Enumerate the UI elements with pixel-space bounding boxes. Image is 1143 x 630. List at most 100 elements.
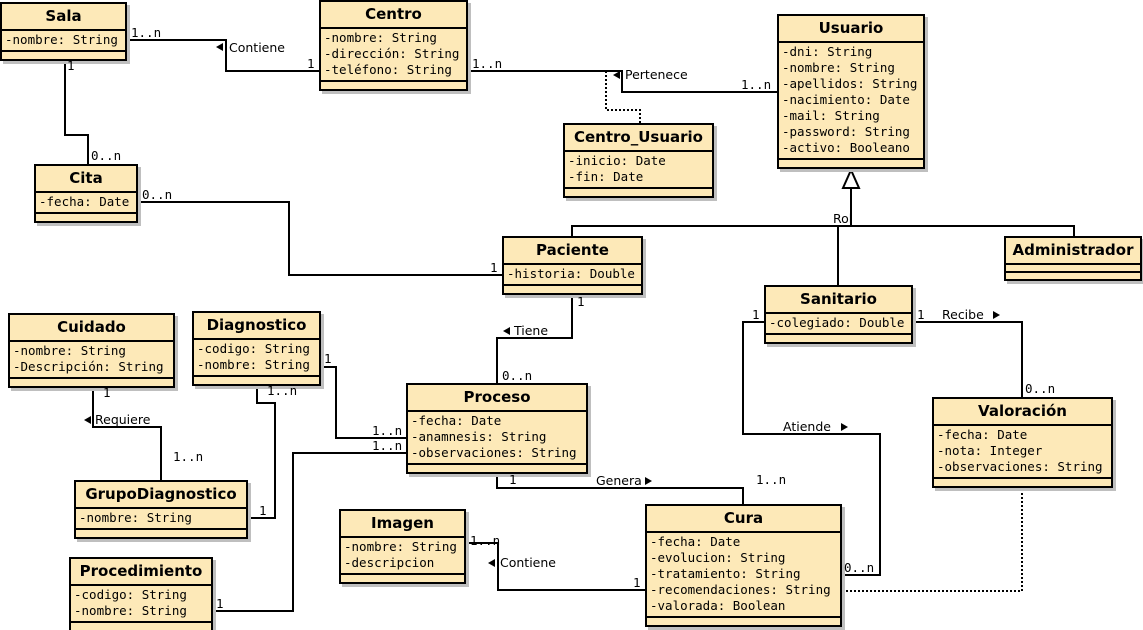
generalization-arrow: [841, 167, 861, 189]
attribute: -mail: String: [782, 108, 880, 123]
class-sanitario[interactable]: Sanitario -colegiado: Double: [764, 285, 913, 344]
class-attributes: [1006, 265, 1140, 273]
attribute: -tratamiento: String: [650, 566, 801, 581]
class-attributes: -nombre: String: [76, 509, 246, 530]
attribute: -nombre: String: [344, 539, 457, 554]
class-operations: [10, 379, 173, 386]
attribute: -teléfono: String: [324, 62, 452, 77]
class-name: Proceso: [408, 385, 586, 412]
attribute: -nota: Integer: [937, 443, 1043, 458]
attribute: -fin: Date: [568, 169, 644, 184]
attribute: -nombre: String: [782, 60, 895, 75]
class-operations: [779, 160, 923, 167]
attribute: -nombre: String: [197, 357, 310, 372]
assoc-paciente-proceso: [496, 293, 573, 384]
class-attributes: -fecha: Date -evolucion: String -tratami…: [647, 533, 840, 618]
class-cuidado[interactable]: Cuidado -nombre: String -Descripción: St…: [8, 313, 175, 388]
assoc-centro-usuario: [467, 70, 778, 93]
class-attributes: -fecha: Date: [36, 193, 136, 214]
attribute: -inicio: Date: [568, 153, 666, 168]
attribute: -codigo: String: [197, 341, 310, 356]
class-operations: [504, 286, 641, 293]
attribute: -activo: Booleano: [782, 140, 910, 155]
association-name: Atiende: [783, 419, 831, 434]
class-operations: [934, 479, 1111, 486]
association-name: Contiene: [229, 40, 285, 55]
class-grupodiagnostico[interactable]: GrupoDiagnostico -nombre: String: [74, 480, 248, 539]
class-operations: [71, 623, 211, 630]
multiplicity: 1..n: [741, 77, 772, 92]
class-operations: [194, 377, 319, 384]
class-operations: [408, 465, 586, 472]
multiplicity: 1..n: [372, 423, 403, 438]
class-attributes: -nombre: String -descripcion: [341, 538, 464, 575]
class-operations: [36, 214, 136, 221]
arrow-contiene-left: [216, 43, 223, 51]
assoc-cuidado-grupo: [92, 385, 162, 481]
assoc-diag-grupo: [247, 384, 276, 519]
assoc-procedimiento-proceso: [212, 452, 407, 612]
attribute: -nombre: String: [13, 343, 126, 358]
class-cura[interactable]: Cura -fecha: Date -evolucion: String -tr…: [645, 504, 842, 627]
multiplicity: 1..n: [173, 449, 204, 464]
class-attributes: -dni: String -nombre: String -apellidos:…: [779, 43, 923, 160]
class-proceso[interactable]: Proceso -fecha: Date -anamnesis: String …: [406, 383, 588, 474]
attribute: -valorada: Boolean: [650, 598, 786, 613]
assoc-class-centro-usuario: [605, 71, 641, 126]
class-diagnostico[interactable]: Diagnostico -codigo: String -nombre: Str…: [192, 311, 321, 386]
class-operations: [2, 52, 125, 59]
class-name: Usuario: [779, 16, 923, 43]
multiplicity: 0..n: [502, 368, 533, 383]
multiplicity: 1..n: [131, 25, 162, 40]
association-name: Genera: [596, 473, 642, 488]
class-procedimiento[interactable]: Procedimiento -codigo: String -nombre: S…: [69, 557, 213, 630]
multiplicity: 1: [307, 56, 315, 71]
attribute: -nombre: String: [79, 510, 192, 525]
multiplicity: 1: [490, 260, 498, 275]
arrow-atiende-right: [841, 423, 848, 431]
class-cita[interactable]: Cita -fecha: Date: [34, 164, 138, 223]
assoc-class-valoracion-cura: [841, 485, 1023, 592]
class-usuario[interactable]: Usuario -dni: String -nombre: String -ap…: [777, 14, 925, 169]
attribute: -colegiado: Double: [769, 315, 905, 330]
class-operations: [647, 618, 840, 625]
association-name: Tiene: [514, 323, 549, 338]
class-name: Imagen: [341, 511, 464, 538]
attribute: -nacimiento: Date: [782, 92, 910, 107]
class-centro[interactable]: Centro -nombre: String -dirección: Strin…: [319, 0, 468, 91]
class-attributes: -codigo: String -nombre: String: [71, 586, 211, 623]
class-sala[interactable]: Sala -nombre: String: [0, 2, 127, 61]
class-name: Valoración: [934, 399, 1111, 426]
arrow-tiene-left: [503, 327, 510, 335]
attribute: -recomendaciones: String: [650, 582, 831, 597]
attribute: -evolucion: String: [650, 550, 786, 565]
multiplicity: 1..n: [470, 533, 501, 548]
multiplicity: 1: [324, 351, 332, 366]
class-name: Cita: [36, 166, 136, 193]
multiplicity: 1: [633, 575, 641, 590]
multiplicity: 1..n: [372, 438, 403, 453]
class-valoracion[interactable]: Valoración -fecha: Date -nota: Integer -…: [932, 397, 1113, 488]
arrow-pertenece-left: [613, 71, 620, 79]
association-name: Contiene: [500, 555, 556, 570]
assoc-sala-cita: [64, 58, 89, 165]
multiplicity: 0..n: [1025, 381, 1056, 396]
attribute: -dni: String: [782, 44, 873, 59]
class-name: Centro: [321, 2, 466, 29]
multiplicity: 1: [259, 503, 267, 518]
multiplicity: 1: [917, 307, 925, 322]
class-name: GrupoDiagnostico: [76, 482, 246, 509]
class-imagen[interactable]: Imagen -nombre: String -descripcion: [339, 509, 466, 584]
attribute: -dirección: String: [324, 46, 460, 61]
attribute: -fecha: Date: [411, 413, 502, 428]
attribute: -codigo: String: [74, 587, 187, 602]
class-administrador[interactable]: Administrador: [1004, 236, 1142, 281]
attribute: -apellidos: String: [782, 76, 918, 91]
class-paciente[interactable]: Paciente -historia: Double: [502, 236, 643, 295]
class-name: Centro_Usuario: [565, 125, 712, 152]
multiplicity: 1..n: [267, 383, 298, 398]
arrow-contiene2-left: [488, 559, 495, 567]
class-centro-usuario[interactable]: Centro_Usuario -inicio: Date -fin: Date: [563, 123, 714, 198]
